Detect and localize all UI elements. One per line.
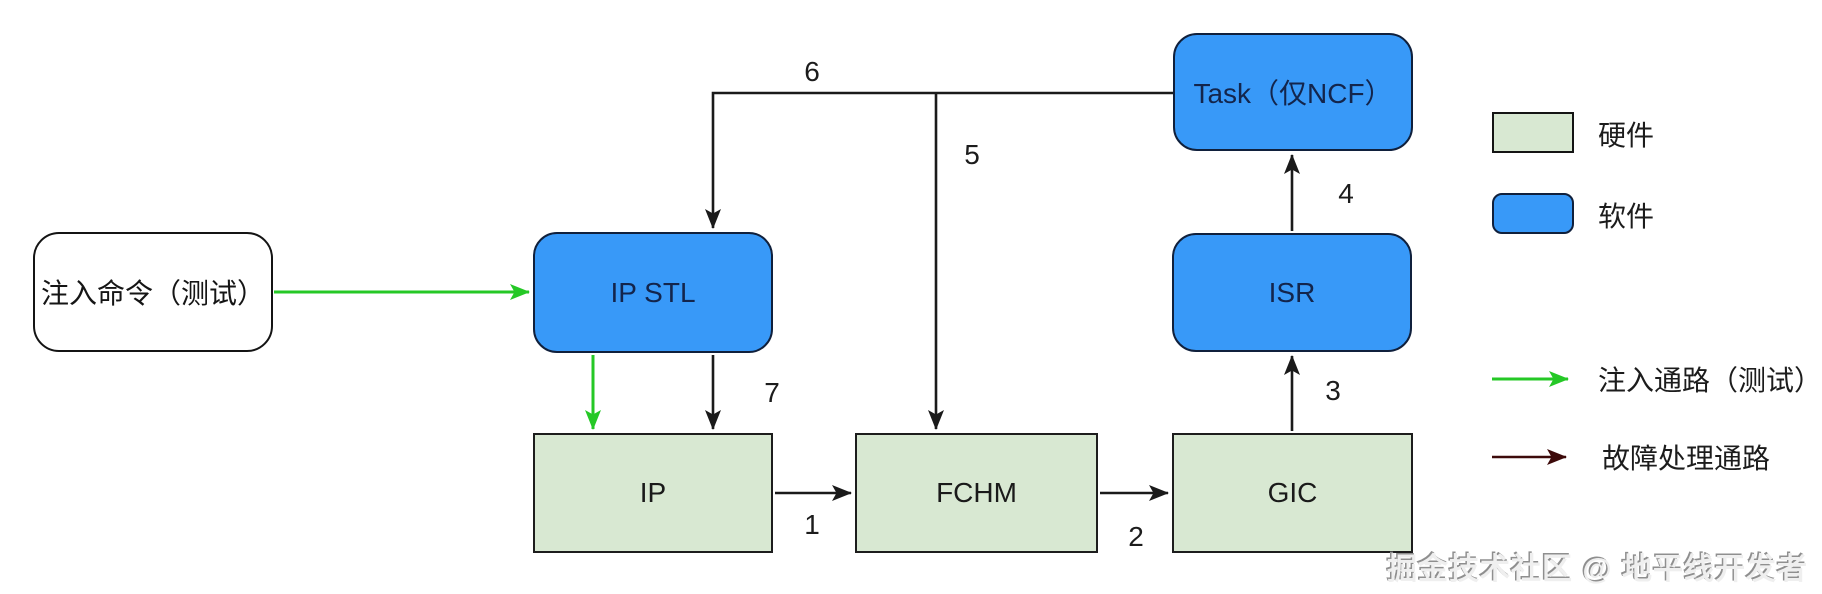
node-inject-command: 注入命令（测试） <box>33 232 273 352</box>
node-fchm: FCHM <box>855 433 1098 553</box>
node-gic: GIC <box>1172 433 1413 553</box>
legend-software-swatch <box>1492 193 1574 234</box>
legend-inject-path-label: 注入通路（测试） <box>1598 365 1822 396</box>
legend-hardware-swatch <box>1492 112 1574 153</box>
node-ip: IP <box>533 433 773 553</box>
edge-task-to-ipstl <box>705 91 1173 229</box>
edge-label-1: 1 <box>804 509 820 540</box>
edge-label-7: 7 <box>764 377 780 408</box>
watermark: 掘金技术社区 @ 地平线开发者 <box>1387 553 1808 586</box>
edge-label-6: 6 <box>804 56 820 87</box>
node-task: Task（仅NCF） <box>1173 33 1413 151</box>
legend-software-label: 软件 <box>1598 201 1655 232</box>
edge-label-5: 5 <box>964 139 980 170</box>
node-ip-stl: IP STL <box>533 232 773 353</box>
edge-label-3: 3 <box>1325 375 1341 406</box>
node-isr: ISR <box>1172 233 1412 352</box>
legend-fault-path-label: 故障处理通路 <box>1602 443 1771 474</box>
legend-hardware-label: 硬件 <box>1598 120 1655 151</box>
edge-label-2: 2 <box>1128 521 1144 552</box>
edge-label-4: 4 <box>1338 178 1354 209</box>
